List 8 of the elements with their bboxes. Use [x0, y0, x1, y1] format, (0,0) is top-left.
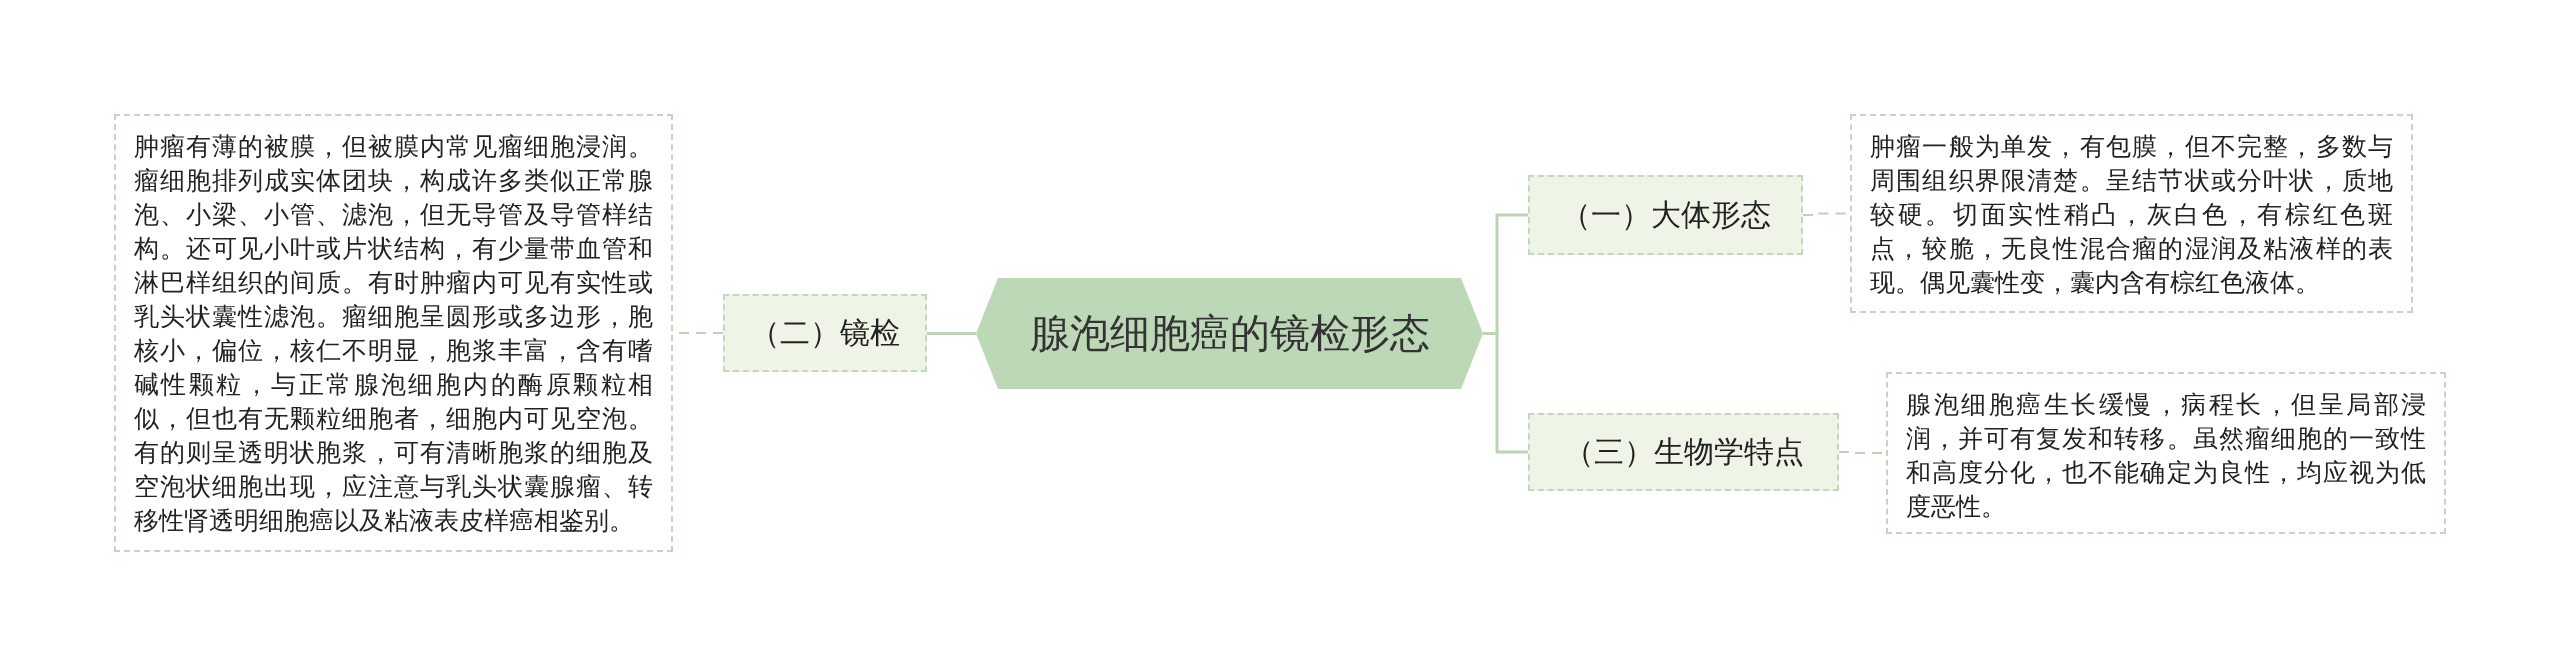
branch-box: （二）镜检: [723, 294, 927, 372]
topic-hexagon: 腺泡细胞癌的镜检形态: [976, 278, 1483, 389]
connector-line: [927, 332, 976, 335]
note-box: 肿瘤有薄的被膜，但被膜内常见瘤细胞浸润。瘤细胞排列成实体团块，构成许多类似正常腺泡、小梁、小管、滤泡，但无导管及导管样结构。还可见小叶或片状结构，有少量带血管和淋巴样组织的间质。有时肿瘤内可见有实性或乳头状囊性滤泡。瘤细胞呈圆形或多边形，胞核小，偏位，核仁不明显，胞浆丰富，含有嗜碱性颗粒，与正常腺泡细胞内的酶原颗粒相似，但也有无颗粒细胞者，细胞内可见空泡。有的则呈透明状胞浆，可有清晰胞浆的细胞及空泡状细胞出现，应注意与乳头状囊腺瘤、转移性肾透明细胞癌以及粘液表皮样癌相鉴别。: [114, 114, 673, 552]
note-box: 腺泡细胞癌生长缓慢，病程长，但呈局部浸润，并可有复发和转移。虽然瘤细胞的一致性和高度分化，也不能确定为良性，均应视为低度恶性。: [1886, 372, 2446, 534]
branch-box: （三）生物学特点: [1528, 413, 1839, 491]
branch-box: （一）大体形态: [1528, 175, 1803, 255]
note-box: 肿瘤一般为单发，有包膜，但不完整，多数与周围组织界限清楚。呈结节状或分叶状，质地较硬。切面实性稍凸，灰白色，有棕红色斑点，较脆，无良性混合瘤的湿润及粘液样的表现。偶见囊性变，囊内含有棕红色液体。: [1850, 114, 2413, 313]
